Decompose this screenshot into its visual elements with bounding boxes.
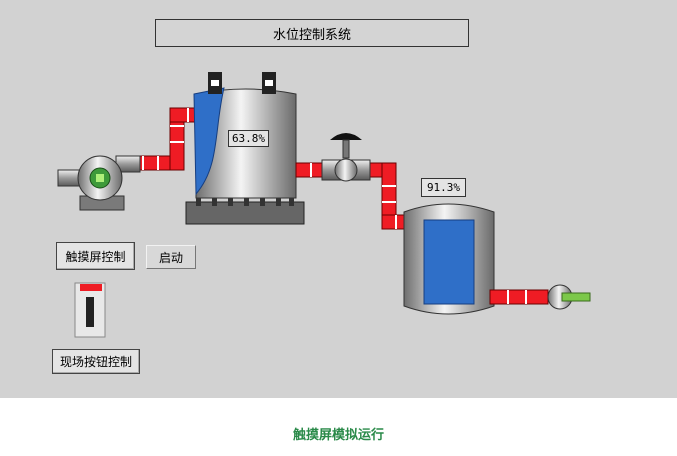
touch-control-button[interactable]: 触摸屏控制	[56, 242, 135, 270]
page-title: 水位控制系统	[155, 19, 469, 47]
outlet-valve-icon[interactable]	[547, 284, 591, 310]
control-valve-icon[interactable]	[321, 133, 371, 182]
process-diagram	[57, 72, 591, 338]
figure-caption: 触摸屏模拟运行	[292, 428, 384, 443]
outlet-pipe	[489, 289, 549, 305]
tank-2	[403, 203, 495, 315]
transfer-pipe	[295, 162, 409, 230]
tank-2-level-readout: 91.3%	[421, 178, 466, 197]
start-button[interactable]: 启动	[146, 245, 196, 269]
hmi-panel: 水位控制系统 63.8% 91.3% 触摸屏控制 启动 现场按钮控制	[0, 0, 677, 398]
tank-1-level-readout: 63.8%	[228, 130, 269, 147]
level-sensor-icon	[208, 72, 276, 94]
field-switch-icon[interactable]	[74, 282, 106, 338]
field-control-button[interactable]: 现场按钮控制	[52, 349, 140, 374]
pump-icon	[57, 155, 141, 211]
tank-1	[185, 87, 305, 225]
inlet-pipe	[129, 107, 201, 171]
